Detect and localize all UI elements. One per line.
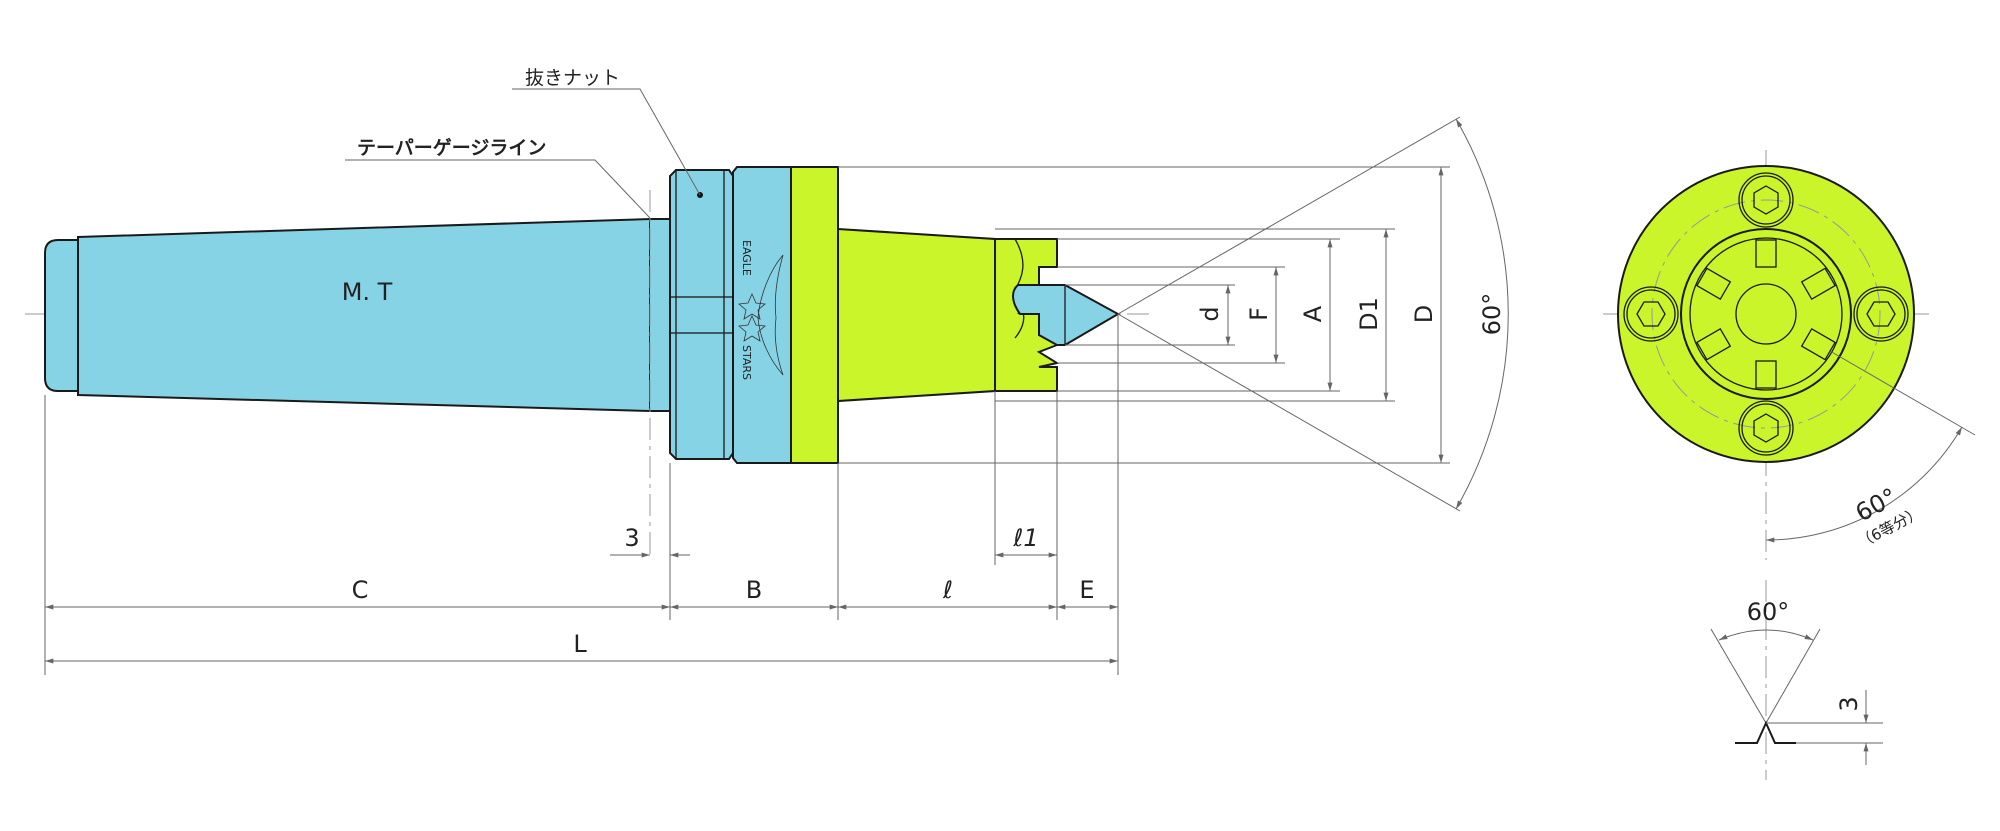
bolt-top (1738, 172, 1794, 228)
dim-d-label: d (1196, 306, 1224, 321)
dim-b-label: B (746, 576, 762, 604)
morse-taper-shank: M. T (44, 217, 671, 413)
svg-text:STARS: STARS (740, 345, 753, 380)
mt-label: M. T (342, 278, 393, 306)
extension-lines (44, 116, 1461, 675)
dim-D-label: D (1410, 305, 1438, 323)
extraction-nut (669, 169, 734, 460)
svg-text:3: 3 (1835, 696, 1863, 711)
svg-text:L: L (573, 630, 587, 658)
dim-diameters: d F A D1 D (1196, 166, 1444, 463)
svg-text:ℓ1: ℓ1 (1012, 524, 1038, 552)
svg-text:テーパーゲージライン: テーパーゲージライン (357, 137, 546, 159)
dim-3-gauge: 3 (610, 524, 690, 558)
callout-nut: 抜きナット (512, 67, 701, 196)
groove-detail: 60° 3 (1710, 580, 1883, 780)
eagle-stars-logo: EAGLE STARS (738, 240, 784, 380)
dim-tip-angle: 60° (1455, 118, 1509, 510)
svg-text:EAGLE: EAGLE (740, 240, 753, 276)
dim-l1: ℓ1 (994, 524, 1057, 558)
dim-c-label: C (352, 576, 369, 604)
dim-l-label: ℓ (942, 576, 953, 604)
dim-a-label: A (1299, 305, 1327, 322)
dim-L: L (45, 630, 1118, 664)
flange-face (1617, 165, 1915, 463)
dim-row-c-b-l-e: C B ℓ E (45, 576, 1118, 610)
bolt-left (1623, 286, 1679, 342)
body: EAGLE STARS (732, 166, 839, 464)
dim-e-label: E (1079, 576, 1094, 604)
callout-taper-gauge-line: テーパーゲージライン (345, 137, 651, 560)
svg-text:3: 3 (624, 524, 639, 552)
front-view: 60° （6等分） (1603, 150, 1976, 560)
svg-text:60°: 60° (1478, 293, 1506, 336)
center-hub (1735, 283, 1797, 345)
dim-d1-label: D1 (1355, 297, 1383, 331)
bolt-right (1853, 286, 1909, 342)
svg-text:抜きナット: 抜きナット (525, 67, 620, 89)
dim-f-label: F (1245, 307, 1273, 321)
svg-text:60°: 60° (1747, 598, 1790, 626)
